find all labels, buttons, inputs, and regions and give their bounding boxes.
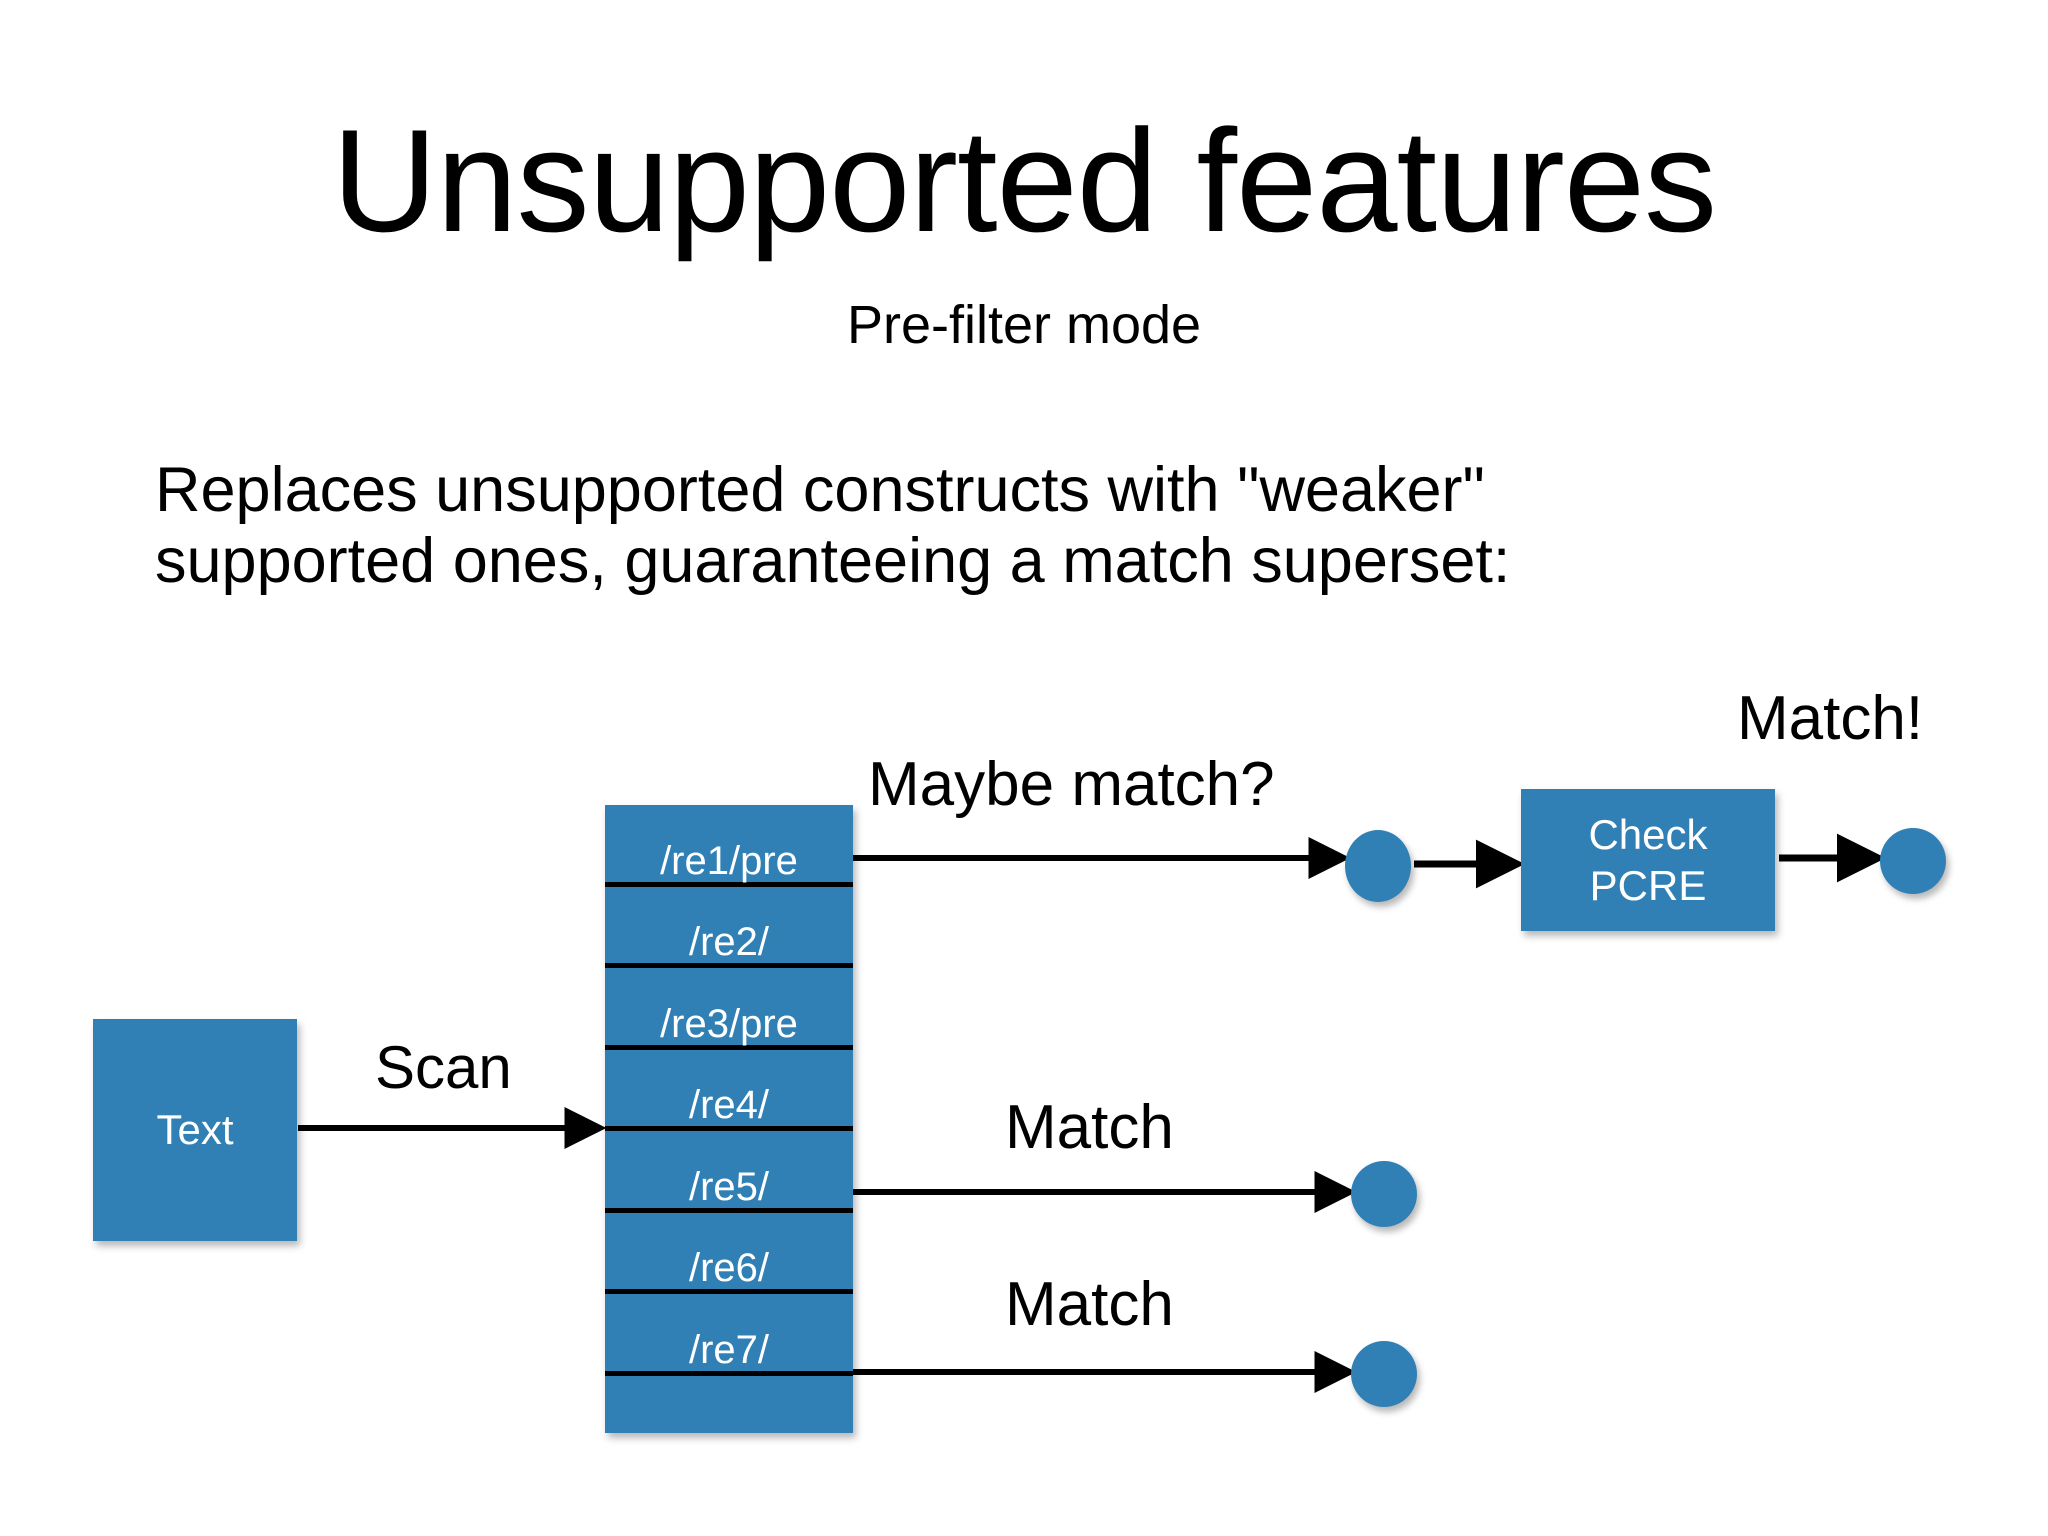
match-dot-1[interactable] xyxy=(1351,1161,1417,1227)
node-regex-list[interactable]: /re1/pre /re2/ /re3/pre /re4/ /re5/ /re6… xyxy=(605,805,853,1433)
edge-label-match-2: Match xyxy=(1005,1270,1174,1339)
edge-label-match-1: Match xyxy=(1005,1093,1174,1162)
node-text-input[interactable]: Text xyxy=(93,1019,297,1241)
edge-label-match-result: Match! xyxy=(1737,684,1924,753)
regex-row-label: /re7/ xyxy=(688,1327,770,1372)
regex-row-label: /re4/ xyxy=(688,1083,770,1127)
regex-row-2[interactable]: /re2/ xyxy=(605,887,853,968)
regex-row-4[interactable]: /re4/ xyxy=(605,1050,853,1131)
maybe-match-dot[interactable] xyxy=(1345,830,1411,902)
body-text: Replaces unsupported constructs with "we… xyxy=(155,455,1915,596)
node-check-pcre[interactable]: Check PCRE xyxy=(1521,789,1775,931)
regex-row-6[interactable]: /re6/ xyxy=(605,1213,853,1294)
regex-row-3[interactable]: /re3/pre xyxy=(605,968,853,1050)
regex-row-label: /re5/ xyxy=(688,1164,770,1209)
page-subtitle: Pre-filter mode xyxy=(846,295,1202,355)
regex-row-1[interactable]: /re1/pre xyxy=(605,805,853,887)
regex-row-label: /re2/ xyxy=(688,920,770,964)
node-check-pcre-label-2: PCRE xyxy=(1589,862,1707,909)
edge-label-scan: Scan xyxy=(375,1034,512,1101)
match-dot-2[interactable] xyxy=(1351,1341,1417,1407)
regex-row-8-empty[interactable] xyxy=(605,1376,853,1458)
regex-row-label: /re3/pre xyxy=(660,1001,798,1046)
final-match-dot[interactable] xyxy=(1880,828,1946,894)
regex-row-label: /re1/pre xyxy=(660,838,798,883)
body-text-line-1: Replaces unsupported constructs with "we… xyxy=(155,455,1485,525)
page-title: Unsupported features xyxy=(331,99,1717,262)
body-text-line-2: supported ones, guaranteeing a match sup… xyxy=(155,525,1511,596)
node-check-pcre-label-1: Check xyxy=(1588,810,1708,858)
regex-row-label: /re6/ xyxy=(688,1246,770,1290)
node-text-input-label: Text xyxy=(156,1106,234,1154)
regex-row-5[interactable]: /re5/ xyxy=(605,1131,853,1213)
edge-label-maybe-match: Maybe match? xyxy=(868,750,1275,819)
regex-row-7[interactable]: /re7/ xyxy=(605,1294,853,1376)
